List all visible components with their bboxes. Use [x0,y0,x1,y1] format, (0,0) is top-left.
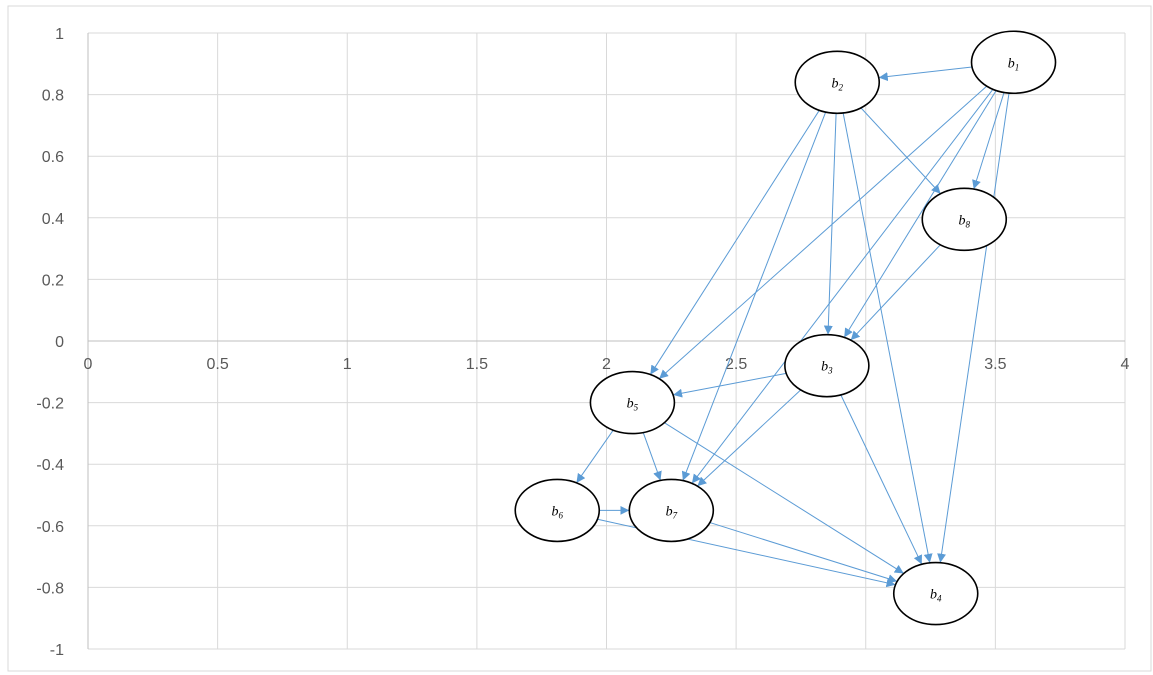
node-b8: b8 [921,187,1008,252]
edge-b5-to-b4 [664,422,905,574]
edge-b2-to-b8 [860,107,941,195]
node-b1: b1 [970,30,1057,95]
node-b6: b6 [514,478,601,543]
x-tick-label: 1.5 [466,356,488,373]
axes [87,33,1125,649]
edge-b3-to-b4 [840,394,923,565]
node-label: b1 [1008,56,1020,72]
tick-labels: 00.511.522.533.5410.80.60.40.20-0.2-0.4-… [36,26,1129,659]
edge-b3-to-b5 [673,372,787,398]
y-tick-label: -0.2 [36,396,64,413]
y-tick-label: 0.2 [42,272,64,289]
y-tick-label: -0.8 [36,580,64,597]
x-tick-label: 2 [602,356,611,373]
node-b3: b3 [784,333,870,398]
node-ellipse [794,50,881,115]
y-tick-label: 0 [55,334,64,351]
edge-b2-to-b5 [649,110,820,375]
x-tick-label: 2.5 [725,356,747,373]
x-tick-label: 3.5 [984,356,1006,373]
y-tick-label: 0.4 [42,211,64,228]
node-b5: b5 [589,370,676,435]
node-ellipse [921,187,1008,252]
node-b4: b4 [892,561,979,626]
edge-b2-to-b3 [823,113,837,335]
edge-b1-to-b3 [843,90,997,338]
edge-b7-to-b4 [709,522,898,584]
node-b2: b2 [794,50,881,115]
y-tick-label: 0.8 [42,88,64,105]
edge-b2-to-b4 [842,112,933,563]
node-ellipse [970,30,1057,95]
x-tick-label: 0 [84,356,93,373]
y-tick-label: -1 [50,642,64,659]
x-tick-label: 4 [1121,356,1130,373]
y-tick-label: 0.6 [42,149,64,166]
edge-b3-to-b7 [697,389,802,487]
edge-b1-to-b7 [691,88,994,484]
y-tick-label: -0.6 [36,519,64,536]
edge-b1-to-b2 [878,66,973,82]
y-tick-label: 1 [55,26,64,43]
node-ellipse [514,478,601,543]
edge-b5-to-b7 [642,432,662,481]
node-ellipse [892,561,979,626]
x-tick-label: 0.5 [207,356,229,373]
edge-b2-to-b7 [681,111,827,481]
edge-b8-to-b3 [850,244,941,341]
node-ellipse [589,370,676,435]
y-tick-label: -0.4 [36,457,64,474]
x-tick-label: 1 [343,356,352,373]
edge-b1-to-b4 [937,93,1010,563]
nodes: b1 b2 b3 b4 b5 b6 b7 b8 [514,30,1057,626]
chart-border [7,5,1152,672]
edges [576,66,1010,588]
node-b7: b7 [628,478,715,543]
node-ellipse [628,478,715,543]
edge-b5-to-b6 [576,429,614,484]
edge-b1-to-b5 [658,85,988,380]
edge-b1-to-b8 [972,92,1005,190]
node-ellipse [784,333,870,398]
